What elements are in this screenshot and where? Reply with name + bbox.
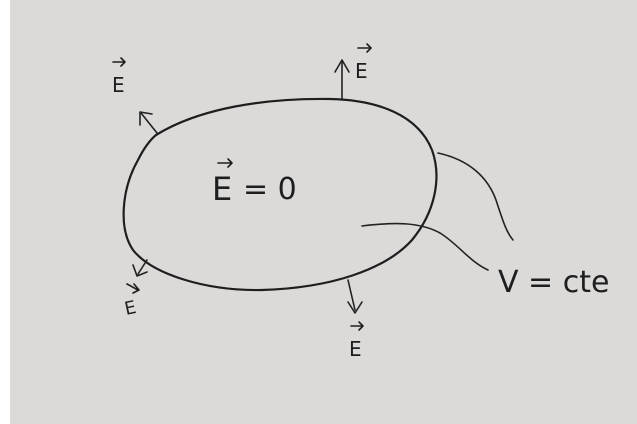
leader-line-surface (437, 152, 514, 241)
field-label-top-right-text: E (355, 59, 368, 83)
field-label-top-left: E (112, 57, 126, 97)
field-label-bottom-left-text: E (123, 297, 138, 320)
field-arrow-top-left (139, 111, 158, 134)
conductor-outline (122, 97, 438, 292)
leader-line-interior (361, 222, 489, 271)
field-arrow-bottom-right (347, 279, 363, 314)
field-label-top-right: E (355, 43, 372, 83)
inside-field-label: E = 0 (212, 158, 297, 208)
field-label-bottom-right-text: E (349, 337, 362, 361)
paper-sheet (10, 0, 637, 424)
inside-field-symbol: E (212, 170, 232, 208)
inside-field-equals-zero: = 0 (243, 172, 297, 207)
field-arrow-top-right (334, 59, 350, 100)
potential-label: V = cte (498, 265, 609, 300)
field-arrow-bottom-left (132, 259, 148, 277)
field-label-bottom-left: E (123, 283, 140, 320)
field-label-bottom-right: E (349, 321, 364, 361)
field-label-top-left-text: E (112, 73, 125, 97)
